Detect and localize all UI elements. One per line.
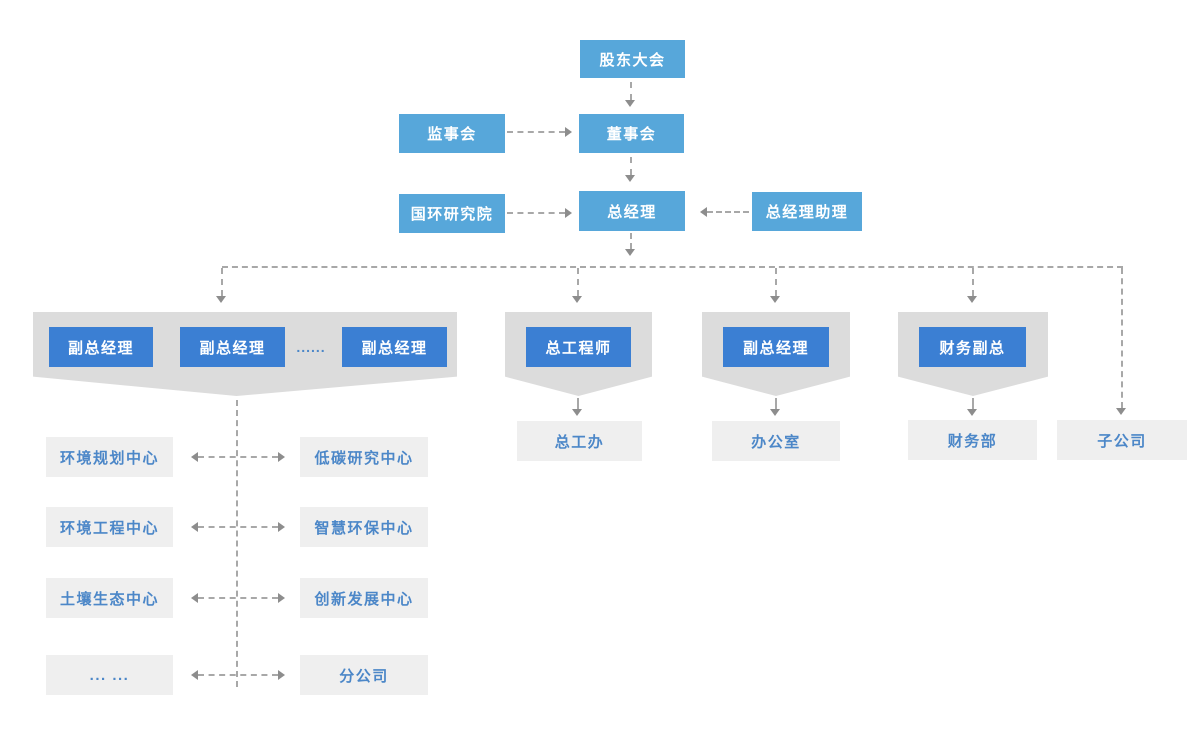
- node-general-manager: 总经理: [579, 191, 685, 231]
- node-branch-company: 分公司: [300, 655, 428, 695]
- connector-centers-spine: [236, 400, 238, 687]
- node-deputy-gm-2: 副总经理: [180, 327, 285, 367]
- arrow-down-icon: [625, 175, 635, 182]
- arrow-left-icon: [191, 522, 198, 532]
- node-center-smart-env: 智慧环保中心: [300, 507, 428, 547]
- arrow-down-icon: [967, 409, 977, 416]
- arrow-right-icon: [278, 522, 285, 532]
- arrow-down-icon: [770, 296, 780, 303]
- connector-main-rail: [222, 266, 1123, 268]
- connector-board-gm-line: [630, 157, 632, 175]
- arrow-right-icon: [278, 670, 285, 680]
- node-deputy-gm-3: 副总经理: [342, 327, 447, 367]
- arrow-down-icon: [572, 296, 582, 303]
- arrow-left-icon: [191, 593, 198, 603]
- arrow-down-icon: [572, 409, 582, 416]
- node-center-soil-ecology: 土壤生态中心: [46, 578, 173, 618]
- node-chief-engineer-office: 总工办: [517, 421, 642, 461]
- node-center-ellipsis: ... ...: [46, 655, 173, 695]
- arrow-right-icon: [278, 452, 285, 462]
- connector-finance-dept-line: [972, 398, 974, 409]
- connector-row3-line: [198, 597, 278, 599]
- node-supervisory-board: 监事会: [399, 114, 505, 153]
- arrow-down-icon: [967, 296, 977, 303]
- arrow-left-icon: [191, 452, 198, 462]
- arrow-right-icon: [565, 208, 572, 218]
- node-admin-office: 办公室: [712, 421, 840, 461]
- node-chief-engineer: 总工程师: [526, 327, 631, 367]
- connector-gm-trunk-line: [630, 233, 632, 249]
- arrow-left-icon: [191, 670, 198, 680]
- node-gm-assistant: 总经理助理: [752, 192, 862, 231]
- node-research-institute: 国环研究院: [399, 194, 505, 233]
- connector-row1-line: [198, 456, 278, 458]
- node-center-innovation: 创新发展中心: [300, 578, 428, 618]
- connector-assistant-gm-line: [707, 211, 749, 213]
- connector-drop-deputy-gm-admin: [775, 268, 777, 296]
- arrow-right-icon: [278, 593, 285, 603]
- connector-drop-subsidiary: [1121, 268, 1123, 408]
- deputy-gm-ellipsis: ......: [296, 339, 326, 355]
- node-deputy-gm-1: 副总经理: [49, 327, 153, 367]
- connector-drop-deputy-banner: [221, 268, 223, 296]
- connector-admin-office-line: [775, 398, 777, 409]
- arrow-right-icon: [565, 127, 572, 137]
- node-center-env-engineering: 环境工程中心: [46, 507, 173, 547]
- connector-ce-office-line: [577, 398, 579, 409]
- connector-shareholders-board-line: [630, 82, 632, 100]
- node-shareholders-meeting: 股东大会: [580, 40, 685, 78]
- node-center-low-carbon: 低碳研究中心: [300, 437, 428, 477]
- arrow-down-icon: [625, 249, 635, 256]
- connector-drop-finance-vp: [972, 268, 974, 296]
- node-center-env-planning: 环境规划中心: [46, 437, 173, 477]
- node-finance-vp: 财务副总: [919, 327, 1026, 367]
- node-deputy-gm-admin: 副总经理: [723, 327, 829, 367]
- connector-row4-line: [198, 674, 278, 676]
- arrow-down-icon: [1116, 408, 1126, 415]
- arrow-left-icon: [700, 207, 707, 217]
- node-finance-department: 财务部: [908, 420, 1037, 460]
- connector-research-gm-line: [507, 212, 565, 214]
- arrow-down-icon: [216, 296, 226, 303]
- node-subsidiary-company: 子公司: [1057, 420, 1187, 460]
- node-board-of-directors: 董事会: [579, 114, 684, 153]
- connector-row2-line: [198, 526, 278, 528]
- connector-supervisory-board-line: [507, 131, 565, 133]
- connector-drop-chief-engineer: [577, 268, 579, 296]
- arrow-down-icon: [625, 100, 635, 107]
- arrow-down-icon: [770, 409, 780, 416]
